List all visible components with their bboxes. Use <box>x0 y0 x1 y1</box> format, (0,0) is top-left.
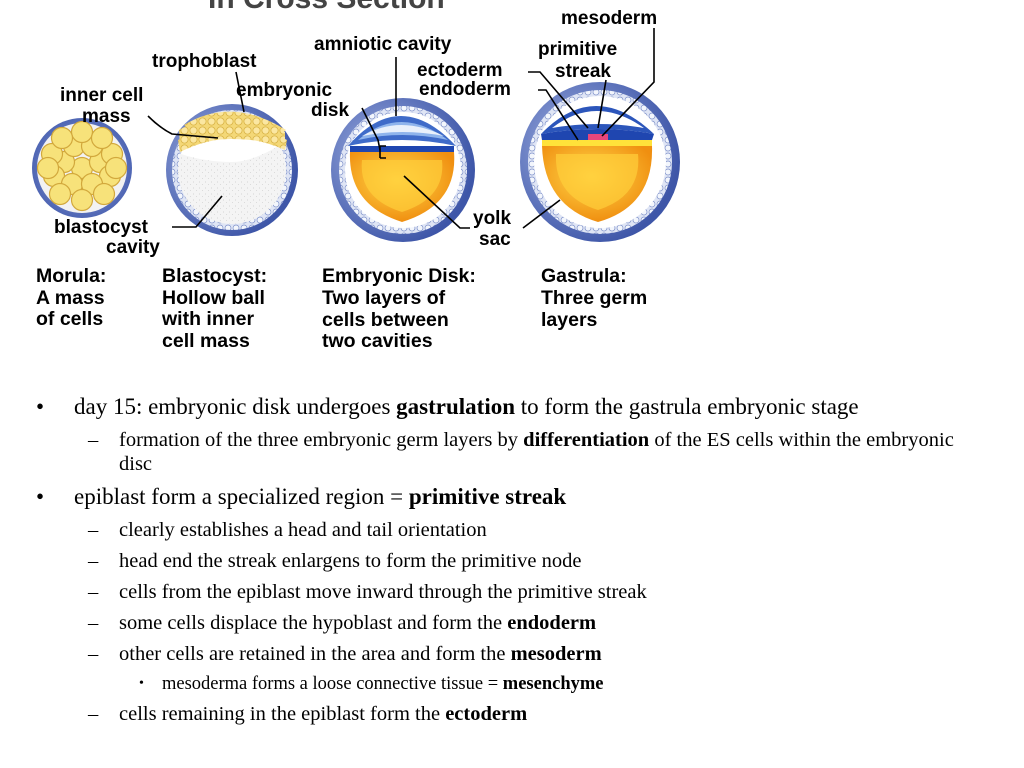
bold-term: gastrulation <box>396 394 515 419</box>
bullet-text: day 15: embryonic disk undergoes <box>74 394 396 419</box>
caption-blastocyst-line: Blastocyst: <box>162 265 267 287</box>
bullet-text: mesoderma forms a loose connective tissu… <box>162 674 503 694</box>
bullet-level-1: • epiblast form a specialized region = pr… <box>0 483 1024 510</box>
label-sac: sac <box>479 229 511 250</box>
bullet-level-2: –head end the streak enlargens to form t… <box>0 549 1024 573</box>
bullet-text: epiblast form a specialized region = <box>74 484 409 509</box>
bullet-marker: • <box>139 673 144 695</box>
caption-embryonic-disk-line: cells between <box>322 309 449 331</box>
bullet-level-2: –other cells are retained in the area an… <box>0 642 1024 666</box>
blastocyst-illustration <box>166 104 298 236</box>
caption-gastrula-line: Three germ <box>541 287 647 309</box>
caption-embryonic-disk-line: two cavities <box>322 330 433 352</box>
label-amniotic-cavity: amniotic cavity <box>314 34 452 55</box>
bullet-text: head end the streak enlargens to form th… <box>119 550 581 572</box>
label-ectoderm: ectoderm <box>417 60 503 81</box>
bullet-marker: – <box>88 642 98 666</box>
bold-term: endoderm <box>507 612 596 634</box>
label-streak: streak <box>555 61 611 82</box>
bullet-text: formation of the three embryonic germ la… <box>119 429 523 451</box>
bullet-marker: – <box>88 580 98 604</box>
bold-term: mesenchyme <box>503 674 604 694</box>
morula-cell <box>52 128 73 149</box>
label-disk: disk <box>311 100 349 121</box>
morula-cell <box>106 158 127 179</box>
caption-blastocyst-line: with inner <box>161 308 254 330</box>
bullet-marker: • <box>36 483 44 510</box>
morula-cell <box>94 184 115 205</box>
bullet-level-2: –cells remaining in the epiblast form th… <box>0 702 1024 726</box>
caption-embryonic-disk-line: Two layers of <box>322 287 446 309</box>
gastrula-illustration <box>520 82 680 242</box>
label-trophoblast: trophoblast <box>152 51 257 72</box>
bullet-level-2: –formation of the three embryonic germ l… <box>0 428 1024 476</box>
caption-morula-line: A mass <box>36 287 105 309</box>
bullet-text: clearly establishes a head and tail orie… <box>119 519 487 541</box>
bullet-list: • day 15: embryonic disk undergoes gastru… <box>0 393 1024 733</box>
bold-term: mesoderm <box>511 643 602 665</box>
caption-gastrula: Gastrula: Three germ layers <box>541 265 647 331</box>
caption-morula-line: of cells <box>36 308 103 330</box>
bold-term: primitive streak <box>409 484 566 509</box>
bullet-marker: – <box>88 702 98 726</box>
bullet-marker: – <box>88 518 98 542</box>
caption-gastrula-line: layers <box>541 309 598 331</box>
label-mesoderm: mesoderm <box>561 8 657 29</box>
caption-embryonic-disk-line: Embryonic Disk: <box>322 265 476 287</box>
bullet-level-3: • mesoderma forms a loose connective tiss… <box>0 673 1024 695</box>
label-blastocyst: blastocyst <box>54 217 149 238</box>
morula-cell <box>72 190 93 211</box>
caption-blastocyst-line: Hollow ball <box>162 287 265 309</box>
label-yolk: yolk <box>473 208 511 229</box>
bullet-level-2: –cells from the epiblast move inward thr… <box>0 580 1024 604</box>
bullet-text: cells remaining in the epiblast form the <box>119 703 445 725</box>
morula-cell <box>38 158 59 179</box>
label-endoderm: endoderm <box>419 79 511 100</box>
bullet-text: cells from the epiblast move inward thro… <box>119 581 647 603</box>
bullet-level-2: –some cells displace the hypoblast and f… <box>0 611 1024 635</box>
caption-morula-line: Morula: <box>36 265 106 287</box>
caption-morula: Morula: A mass of cells <box>36 265 106 330</box>
label-inner-cell: inner cell <box>60 85 143 106</box>
label-embryonic: embryonic <box>236 80 333 101</box>
caption-gastrula-line: Gastrula: <box>541 265 627 287</box>
embryonic-disk-illustration <box>331 98 475 242</box>
bullet-text: to form the gastrula embryonic stage <box>515 394 859 419</box>
morula-cell <box>92 128 113 149</box>
embryo-development-figure: In Cross Section <box>0 0 1024 360</box>
caption-blastocyst-line: cell mass <box>162 330 250 352</box>
bullet-level-1: • day 15: embryonic disk undergoes gastru… <box>0 393 1024 420</box>
morula-cell <box>50 184 71 205</box>
bullet-marker: • <box>36 393 44 420</box>
bullet-text: other cells are retained in the area and… <box>119 643 511 665</box>
bullet-marker: – <box>88 611 98 635</box>
caption-embryonic-disk: Embryonic Disk: Two layers of cells betw… <box>322 265 476 352</box>
caption-blastocyst: Blastocyst: Hollow ball with inner cell … <box>161 265 267 352</box>
label-mass: mass <box>82 106 131 127</box>
bold-term: ectoderm <box>445 703 527 725</box>
figure-title-partial: In Cross Section <box>208 0 445 15</box>
bullet-text: some cells displace the hypoblast and fo… <box>119 612 507 634</box>
bold-term: differentiation <box>523 429 649 451</box>
bullet-marker: – <box>88 549 98 573</box>
bullet-marker: – <box>88 428 98 452</box>
morula-illustration <box>32 118 132 218</box>
label-primitive: primitive <box>538 39 617 60</box>
bullet-level-2: –clearly establishes a head and tail ori… <box>0 518 1024 542</box>
label-cavity: cavity <box>106 237 160 258</box>
